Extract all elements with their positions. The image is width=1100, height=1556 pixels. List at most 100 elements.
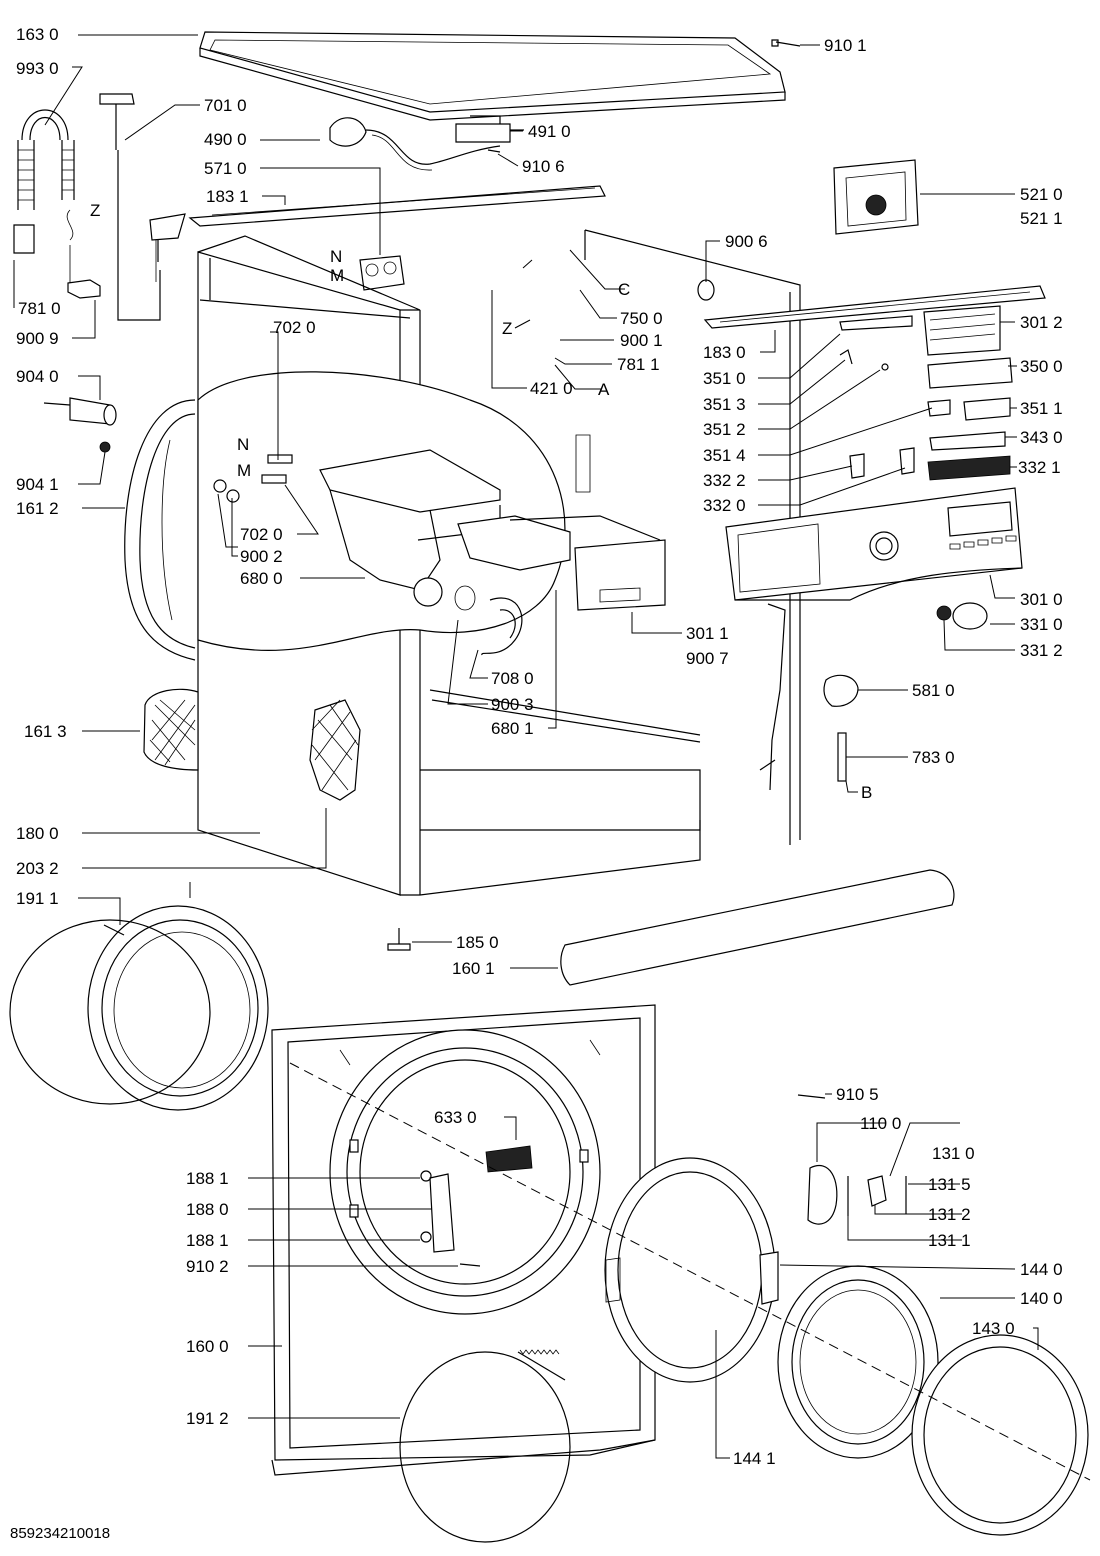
label-131-1: 131 1 — [928, 1231, 971, 1250]
spring-coils — [519, 1349, 560, 1355]
label-680-1: 680 1 — [491, 719, 534, 738]
label-900-3: 900 3 — [491, 695, 534, 714]
clamp-spring — [517, 1351, 566, 1381]
label-332-0: 332 0 — [703, 496, 746, 515]
label-900-6: 900 6 — [725, 232, 768, 251]
label-144-1: 144 1 — [733, 1449, 776, 1468]
label-702-0-bottom: 702 0 — [240, 525, 283, 544]
dispenser-housing — [319, 449, 501, 607]
label-183-1: 183 1 — [206, 187, 249, 206]
letter-n-sensor: N — [237, 435, 250, 454]
door-handle — [807, 1165, 838, 1225]
label-180-0: 180 0 — [16, 824, 59, 843]
label-680-0: 680 0 — [240, 569, 283, 588]
knob-insert — [936, 605, 952, 621]
label-110-0: 110 0 — [860, 1114, 902, 1133]
label-131-5: 131 5 — [928, 1175, 971, 1194]
label-131-2: 131 2 — [928, 1205, 971, 1224]
label-783-0: 783 0 — [912, 748, 955, 767]
label-343-0: 343 0 — [1020, 428, 1063, 447]
label-571-0: 571 0 — [204, 159, 247, 178]
document-id: 859234210018 — [10, 1525, 111, 1542]
label-183-0: 183 0 — [703, 343, 746, 362]
label-203-2: 203 2 — [16, 859, 59, 878]
water-valve — [149, 213, 405, 291]
label-781-0: 781 0 — [18, 299, 61, 318]
label-351-1: 351 1 — [1020, 399, 1063, 418]
handle-pins — [847, 1176, 907, 1216]
front-panel — [271, 1004, 656, 1476]
label-301-0: 301 0 — [1020, 590, 1063, 609]
drain-hose — [454, 585, 523, 656]
fascia-rail — [697, 279, 1046, 329]
kick-plate — [560, 869, 955, 986]
letter-n-valve: N — [330, 247, 343, 266]
label-521-0: 521 0 — [1020, 185, 1063, 204]
noise-filter — [455, 115, 524, 153]
bracket-9009 — [67, 279, 101, 299]
label-900-7: 900 7 — [686, 649, 729, 668]
label-160-1: 160 1 — [452, 959, 495, 978]
label-633-0: 633 0 — [434, 1108, 477, 1127]
label-332-1: 332 1 — [1018, 458, 1061, 477]
screw-9105 — [797, 1094, 826, 1099]
sensor-m — [261, 474, 287, 484]
door-glass-holder — [777, 1265, 939, 1459]
key-row — [927, 455, 1011, 481]
screw-9101 — [771, 39, 801, 47]
locking-pin — [837, 732, 847, 782]
handle-latch — [867, 1175, 887, 1207]
label-188-1-top: 188 1 — [186, 1169, 229, 1188]
label-160-0: 160 0 — [186, 1337, 229, 1356]
label-750-0: 750 0 — [620, 309, 663, 328]
letter-b: B — [861, 783, 873, 802]
key-3320 — [899, 447, 915, 475]
label-188-1-bottom: 188 1 — [186, 1231, 229, 1250]
insulation-pad — [309, 699, 361, 801]
label-904-0: 904 0 — [16, 367, 59, 386]
label-351-0: 351 0 — [703, 369, 746, 388]
label-350-0: 350 0 — [1020, 357, 1063, 376]
pressure-switch — [823, 674, 859, 707]
label-910-2: 910 2 — [186, 1257, 229, 1276]
detergent-drawer — [457, 515, 666, 611]
label-702-0-top: 702 0 — [273, 318, 316, 337]
control-panel — [725, 487, 1023, 601]
label-301-2: 301 2 — [1020, 313, 1063, 332]
pin-3512 — [881, 363, 889, 371]
clamp-ring — [399, 1351, 571, 1543]
label-910-6: 910 6 — [522, 157, 565, 176]
control-module — [833, 159, 919, 235]
button-set-3511 — [963, 397, 1011, 421]
led-strip — [929, 431, 1006, 451]
spring-3513 — [839, 349, 853, 365]
label-301-1: 301 1 — [686, 624, 729, 643]
label-332-2: 332 2 — [703, 471, 746, 490]
switch-3514 — [927, 399, 951, 417]
inlet-fitting — [43, 397, 117, 453]
selector-block — [923, 305, 1001, 356]
label-140-0: 140 0 — [1020, 1289, 1063, 1308]
label-910-5: 910 5 — [836, 1085, 879, 1104]
label-163-0: 163 0 — [16, 25, 59, 44]
label-900-2: 900 2 — [240, 547, 283, 566]
inlet-hose — [13, 109, 75, 285]
label-781-1: 781 1 — [617, 355, 660, 374]
door-bellow — [9, 905, 269, 1111]
label-144-0: 144 0 — [1020, 1260, 1063, 1279]
display-board — [927, 357, 1013, 389]
label-708-0: 708 0 — [491, 669, 534, 688]
side-gasket — [124, 399, 196, 661]
label-161-3: 161 3 — [24, 722, 67, 741]
power-cord — [329, 117, 501, 171]
adjustable-foot — [387, 928, 411, 951]
label-185-0: 185 0 — [456, 933, 499, 952]
sensor-n — [267, 454, 293, 464]
label-900-1: 900 1 — [620, 331, 663, 350]
letter-z-hose: Z — [90, 201, 101, 220]
label-701-0: 701 0 — [204, 96, 247, 115]
label-904-1: 904 1 — [16, 475, 59, 494]
key-3322 — [849, 453, 865, 479]
